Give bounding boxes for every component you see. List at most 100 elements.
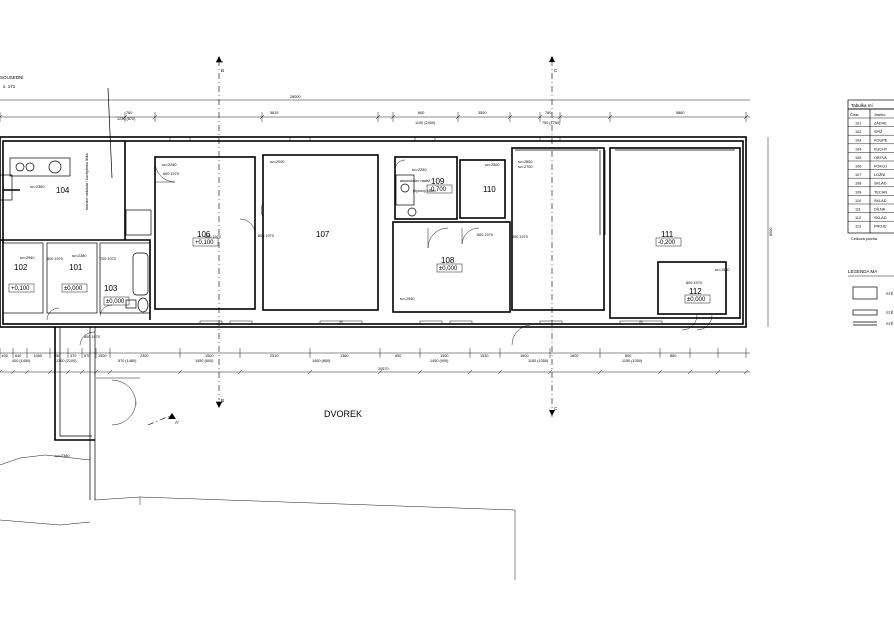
svg-text:B: B (221, 68, 224, 73)
dim-bottom-5: 370 (70, 354, 76, 358)
room-106: 106 +0,100 (192, 230, 219, 247)
height-label-111b: sv=2700 (518, 165, 532, 169)
entrance-annex (0, 327, 516, 580)
svg-text:±0,000: ±0,000 (106, 299, 125, 305)
room-112: 112 ±0,000 (684, 287, 711, 304)
dim-bottom-sub-3: 1450 (900) (430, 359, 449, 363)
dim-top-5: 3500 (478, 111, 486, 115)
dim-top-2: 1230 (870) (117, 117, 136, 121)
svg-text:106: 106 (855, 165, 861, 169)
dim-bottom-11: 1360 (340, 354, 348, 358)
svg-text:107: 107 (855, 173, 861, 177)
dim-bottom-6: 570 (84, 354, 90, 358)
height-label-107: sv=2000 (270, 160, 284, 164)
room-table-row: 107 LOŽNI (855, 172, 885, 177)
door-label-6: 800 1970 (84, 335, 100, 339)
svg-text:DÍLNA: DÍLNA (874, 208, 886, 212)
dim-left-sub-1: 400 (1450) (12, 359, 31, 363)
height-label-112: sv=1530 (715, 268, 729, 272)
svg-text:110: 110 (855, 199, 861, 203)
svg-text:C: C (554, 406, 558, 411)
dim-bottom-18: 860 (670, 354, 676, 358)
neighbour-sublabel: s. 171 (3, 84, 16, 89)
room-109: 109 -0,700 (426, 177, 453, 194)
svg-text:LOŽNI: LOŽNI (874, 172, 885, 177)
svg-text:+0,100: +0,100 (11, 286, 30, 292)
bottom-dimension-lines (0, 348, 750, 375)
door-label-5: 800 1970 (205, 235, 221, 239)
room-104: 104 (56, 186, 70, 195)
tech-fixtures (395, 174, 417, 217)
dim-bottom-16: 1600 (570, 354, 578, 358)
dim-window-b: 750 (1750) (542, 121, 561, 125)
door-label-7: 600 1970 (477, 233, 493, 237)
svg-text:PROJE: PROJE (874, 225, 887, 229)
svg-text:B: B (221, 398, 224, 403)
svg-text:103: 103 (855, 139, 861, 143)
svg-text:±0,000: ±0,000 (687, 297, 706, 303)
section-lines (147, 60, 553, 426)
bathroom-fixtures (125, 252, 149, 313)
svg-text:113: 113 (855, 225, 861, 229)
room-table-row: 113 PROJE (855, 225, 887, 229)
svg-text:±0,000: ±0,000 (64, 286, 83, 292)
wall-legend-item-2: STĚ (886, 310, 894, 315)
svg-text:103: 103 (104, 284, 118, 293)
room-103: 103 ±0,000 (103, 284, 130, 306)
dim-bottom-9: 1500 (205, 354, 213, 358)
door-label-4: 700 1970 (100, 257, 116, 261)
dim-left-sub-3: 570 (1480) (118, 359, 137, 363)
dim-bottom-4: 450 (54, 354, 60, 358)
svg-text:110: 110 (483, 185, 496, 194)
section-mark-b-bottom: B (216, 398, 224, 408)
svg-text:109: 109 (431, 177, 445, 186)
wall-legend: LEGENDA MA STĚ STĚ STĚ (848, 269, 894, 326)
dim-bottom-8: 2300 (140, 354, 148, 358)
svg-text:101: 101 (69, 263, 83, 272)
svg-text:ZÁDVE: ZÁDVE (874, 122, 887, 126)
top-dimension-lines (0, 99, 750, 122)
svg-text:KUCHY: KUCHY (874, 147, 888, 151)
tech-note-1: akumulační nádrž (400, 179, 430, 183)
svg-text:105: 105 (855, 156, 861, 160)
height-label-111a: sv=2850 (518, 160, 532, 164)
kitchen-note: hranice obkladu / kuchyňská linka (85, 152, 89, 210)
dim-bottom-14: 1530 (480, 354, 488, 358)
room-table-row: 108 SKLAD (855, 182, 887, 186)
tech-note-2: plynový kotel (413, 189, 435, 193)
room-table-row: 106 POKOJ (855, 165, 887, 169)
svg-text:102: 102 (855, 130, 861, 134)
svg-text:106: 106 (197, 230, 211, 239)
dim-top-3: 5815 (270, 111, 278, 115)
svg-text:111: 111 (661, 230, 674, 239)
dim-top-4: 600 (418, 111, 424, 115)
height-label-104: sv=2350 (30, 185, 44, 189)
svg-text:OBÝVA: OBÝVA (874, 156, 887, 160)
dim-bottom-sub-4: 1150 (1050) (528, 359, 549, 363)
dim-bottom-17: 800 (625, 354, 631, 358)
dim-top-1: 760 (126, 111, 132, 115)
svg-text:SKLAD: SKLAD (874, 199, 887, 203)
dim-bottom-sub-2: 1450 (800) (312, 359, 331, 363)
svg-text:-0,200: -0,200 (658, 240, 676, 246)
kitchen-fixtures (0, 157, 152, 236)
height-label-101: sv=2380 (72, 254, 86, 258)
stair-lines (515, 149, 735, 235)
svg-text:SKLAD: SKLAD (874, 182, 887, 186)
room-108: 108 ±0,000 (436, 256, 463, 273)
dim-bottom-13: 1500 (440, 354, 448, 358)
svg-text:POKOJ: POKOJ (874, 165, 887, 169)
dim-bottom-7: 1500 (98, 354, 106, 358)
svg-text:±0,000: ±0,000 (439, 266, 458, 272)
dim-bottom-12: 650 (395, 354, 401, 358)
svg-text:108: 108 (855, 182, 861, 186)
door-label-8: 900 1970 (512, 235, 528, 239)
dim-right-height: 6000 (769, 228, 773, 236)
